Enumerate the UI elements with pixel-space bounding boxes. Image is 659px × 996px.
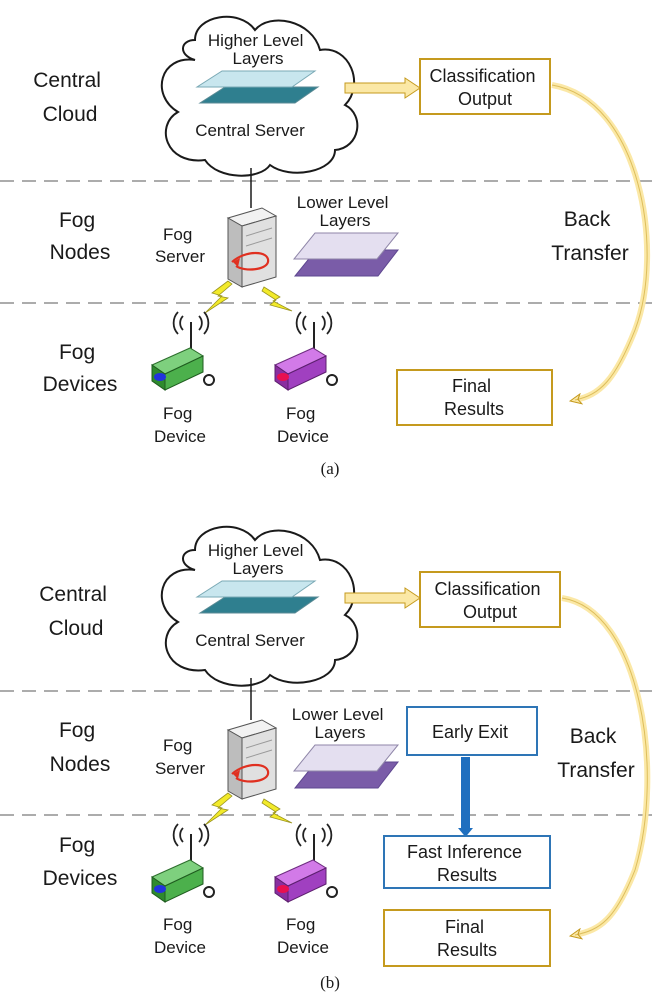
tier-label-fog-devices: Fog Devices xyxy=(43,834,118,890)
panel-a: Central Cloud Fog Nodes Fog Devices High… xyxy=(0,15,659,478)
lower-layers-label: Lower Level Layers xyxy=(297,193,393,230)
server-icon xyxy=(226,719,278,800)
layer-stack-icon xyxy=(292,232,400,277)
fog-device-label: Fog Device xyxy=(277,404,329,446)
tier-label-cloud: Central Cloud xyxy=(33,69,107,126)
cloud-to-output-arrow xyxy=(344,587,421,609)
layer-stack-icon xyxy=(195,580,320,614)
router-icon xyxy=(273,311,338,391)
tier-label-cloud: Central Cloud xyxy=(39,583,113,640)
tier-label-fog-devices: Fog Devices xyxy=(43,341,118,396)
cloud-to-output-arrow xyxy=(344,77,421,99)
lightning-icon xyxy=(261,798,293,824)
lower-layers-label: Lower Level Layers xyxy=(292,705,388,742)
tier-label-fog-nodes: Fog Nodes xyxy=(50,719,111,776)
lightning-icon xyxy=(204,792,233,826)
router-icon xyxy=(273,823,338,903)
classification-output-box xyxy=(419,571,561,628)
fog-device-label: Fog Device xyxy=(277,915,329,957)
fog-server-label: Fog Server xyxy=(155,225,205,266)
tier-label-fog-nodes: Fog Nodes xyxy=(50,209,111,264)
early-exit-arrow xyxy=(461,757,470,828)
fog-server-label: Fog Server xyxy=(155,736,205,778)
final-results-label: Final Results xyxy=(437,917,497,960)
lightning-icon xyxy=(261,286,293,312)
layer-stack-icon xyxy=(292,744,400,789)
classification-output-label: Classification Output xyxy=(429,66,540,109)
router-icon xyxy=(150,823,215,903)
layer-stack-icon xyxy=(195,70,320,104)
back-transfer-label: Back Transfer xyxy=(551,208,628,265)
early-exit-arrowhead xyxy=(458,828,473,837)
final-results-box xyxy=(383,909,551,967)
fog-device-label: Fog Device xyxy=(154,915,206,957)
fast-inference-box xyxy=(383,835,551,889)
lightning-icon xyxy=(204,280,233,314)
fast-inference-label: Fast Inference Results xyxy=(407,842,527,885)
early-exit-box xyxy=(406,706,538,756)
classification-output-box xyxy=(419,58,551,115)
panel-b: Central Cloud Fog Nodes Fog Devices High… xyxy=(0,525,659,992)
higher-layers-label: Higher Level Layers xyxy=(208,31,308,68)
fog-device-label: Fog Device xyxy=(154,404,206,446)
back-transfer-label: Back Transfer xyxy=(557,725,634,782)
router-icon xyxy=(150,311,215,391)
final-results-box xyxy=(396,369,553,426)
final-results-label: Final Results xyxy=(444,376,504,419)
panel-caption: (b) xyxy=(320,973,340,992)
panel-caption: (a) xyxy=(321,459,340,478)
central-server-label: Central Server xyxy=(195,631,305,650)
classification-output-label: Classification Output xyxy=(434,579,545,622)
central-server-label: Central Server xyxy=(195,121,305,140)
server-icon xyxy=(226,207,278,288)
early-exit-label: Early Exit xyxy=(432,722,508,742)
higher-layers-label: Higher Level Layers xyxy=(208,541,308,578)
